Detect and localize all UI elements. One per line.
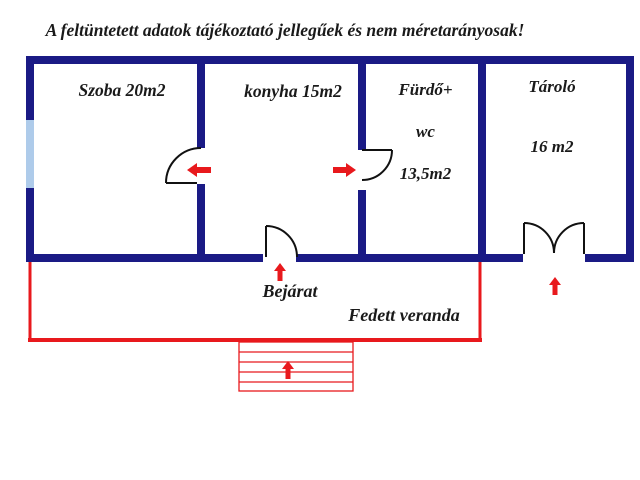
stairs-icon	[238, 341, 354, 392]
tarolo-line-2: 16 m2	[530, 137, 574, 156]
door-swings	[165, 147, 585, 258]
arrow-right-furdo-icon	[333, 163, 356, 177]
wall-konyha-furdo-lower	[358, 190, 366, 254]
arrow-up-stairs-icon	[282, 361, 294, 379]
entrance-label: Bejárat	[262, 281, 318, 301]
furdo-line-3: 13,5m2	[399, 164, 452, 183]
wall-szoba-konyha-upper	[197, 56, 205, 148]
interior-walls	[197, 56, 486, 254]
arrow-up-tarolo-icon	[549, 277, 561, 295]
veranda-label: Fedett veranda	[348, 305, 460, 325]
room-label-konyha: konyha 15m2	[244, 81, 342, 101]
room-label-furdo-wc: Fürdő+ wc 13,5m2	[368, 79, 483, 184]
wall-konyha-furdo-upper	[358, 56, 366, 150]
wall-bottom-segment-2	[296, 254, 523, 262]
arrow-left-szoba-icon	[187, 163, 211, 177]
direction-arrows	[187, 163, 561, 379]
wall-right	[626, 56, 634, 262]
double-door-tarolo-icon	[523, 222, 585, 254]
wall-bottom-segment-3	[585, 254, 634, 262]
wall-szoba-konyha-lower	[197, 184, 205, 254]
wall-bottom-segment-1	[26, 254, 263, 262]
veranda-outline	[28, 262, 482, 342]
door-swing-szoba-icon	[165, 147, 202, 184]
door-swing-furdo-icon	[361, 149, 393, 181]
window-icon	[26, 120, 34, 188]
room-label-szoba: Szoba 20m2	[78, 80, 166, 100]
arrow-up-entrance-icon	[274, 263, 286, 281]
furdo-line-1: Fürdő+	[398, 80, 453, 99]
wall-furdo-tarolo	[478, 56, 486, 254]
furdo-line-2: wc	[416, 122, 435, 141]
disclaimer-text: A feltüntetett adatok tájékoztató jelleg…	[45, 20, 525, 40]
wall-top	[26, 56, 634, 64]
room-label-tarolo: Tároló 16 m2	[494, 72, 610, 162]
tarolo-line-1: Tároló	[528, 77, 576, 96]
door-swing-entrance-icon	[265, 225, 298, 258]
